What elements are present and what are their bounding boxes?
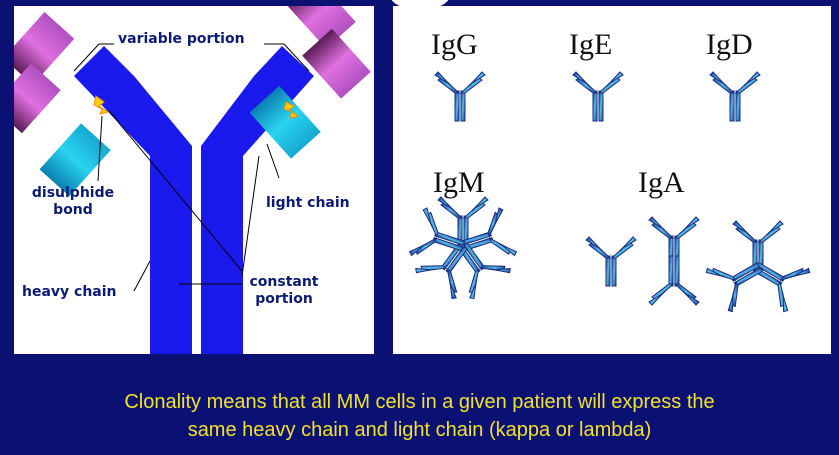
antibody-structure-panel: variable portion disulphide bond light c… — [14, 6, 374, 354]
title-fragment — [390, 0, 450, 10]
heavy-chain-arm-left — [74, 46, 192, 166]
disulphide-bond-label-line1: disulphide — [31, 185, 115, 201]
igd-icon — [709, 71, 761, 122]
immunoglobulin-icons — [408, 71, 812, 314]
iga-trimer-icon — [704, 220, 812, 314]
variable-region-left-inner — [14, 63, 61, 134]
disulphide-bond-label: disulphide bond — [18, 185, 128, 219]
immunoglobulin-classes-panel: IgG IgE IgD IgM IgA — [393, 6, 831, 354]
caption-line1: Clonality means that all MM cells in a g… — [124, 391, 715, 413]
variable-region-right-inner — [302, 28, 371, 99]
iga-label: IgA — [638, 166, 685, 199]
iga-dimer-icon — [648, 216, 700, 306]
leader-lines — [73, 43, 310, 292]
disulphide-bond-right — [283, 101, 300, 119]
variable-region-left-outer — [14, 11, 75, 85]
constant-portion-label-line2: portion — [255, 291, 313, 307]
igm-label: IgM — [433, 166, 485, 199]
ige-label: IgE — [569, 28, 613, 61]
constant-portion-label-line1: constant — [249, 274, 319, 290]
iga-monomer-icon — [585, 236, 637, 287]
variable-portion-label: variable portion — [118, 31, 245, 47]
light-chain-label: light chain — [266, 195, 350, 211]
caption-line2: same heavy chain and light chain (kappa … — [187, 419, 652, 441]
igm-pentamer-icon — [408, 196, 518, 301]
igd-label: IgD — [706, 28, 753, 61]
antibody-diagram — [14, 6, 371, 354]
variable-region-right-outer — [284, 6, 356, 49]
ige-icon — [572, 71, 624, 122]
disulphide-bond-label-line2: bond — [53, 202, 93, 218]
igg-icon — [434, 71, 486, 122]
igg-label: IgG — [431, 28, 478, 61]
light-chain-constant-left — [39, 123, 111, 197]
heavy-chain-stem-left — [150, 146, 192, 354]
light-chain-constant-right — [249, 85, 321, 159]
heavy-chain-stem-right — [201, 146, 243, 354]
caption: Clonality means that all MM cells in a g… — [0, 388, 839, 444]
heavy-chain-label: heavy chain — [22, 284, 117, 300]
disulphide-bond-left — [93, 95, 110, 115]
constant-portion-label: constant portion — [239, 274, 329, 308]
